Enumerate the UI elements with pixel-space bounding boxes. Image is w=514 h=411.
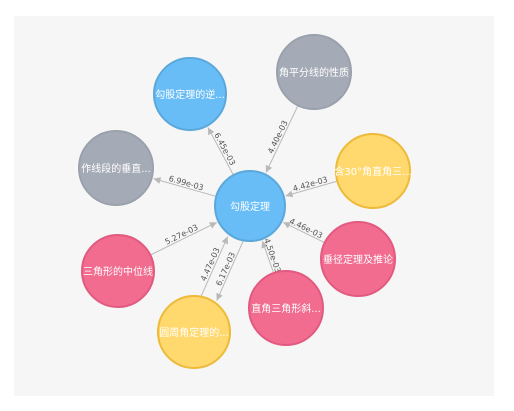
node-n5[interactable]: 直角三角形斜... [248, 270, 324, 346]
node-circle[interactable] [248, 270, 324, 346]
edge-n1[interactable] [207, 127, 234, 176]
edge-n4[interactable] [282, 221, 326, 244]
node-n2[interactable]: 角平分线的性质 [276, 34, 352, 110]
relation-graph[interactable]: 6.45e-03 4.40e-03 4.42e-03 4.46e-03 4.50e-03… [14, 16, 494, 396]
edge-n6-b[interactable] [216, 241, 244, 301]
node-center[interactable]: 勾股定理 [214, 170, 286, 242]
node-n4[interactable]: 垂径定理及推论 [320, 221, 396, 297]
edge-n6[interactable] [200, 236, 229, 297]
node-label: 含30°角直角三... [334, 165, 411, 178]
node-n6[interactable]: 圆周角定理的... [157, 295, 231, 369]
node-label: 直角三角形斜... [251, 302, 321, 315]
node-circle[interactable] [320, 221, 396, 297]
node-n3[interactable]: 含30°角直角三... [334, 133, 412, 209]
edge-n7[interactable] [150, 221, 218, 256]
edge-label-n1: 6.45e-03 [212, 131, 237, 167]
edge-label-n8: 6.99e-03 [168, 174, 205, 192]
node-label: 勾股定理 [230, 200, 270, 213]
node-label: 勾股定理的逆... [155, 88, 225, 101]
node-circle[interactable] [78, 130, 154, 206]
node-circle[interactable] [81, 234, 155, 308]
edge-label-n3: 4.42e-03 [292, 175, 329, 193]
node-circle[interactable] [335, 133, 411, 209]
node-n8[interactable]: 作线段的垂直... [78, 130, 154, 206]
edge-n8[interactable] [153, 177, 217, 197]
edge-label-n7: 5.27e-03 [164, 223, 200, 247]
node-label: 作线段的垂直... [81, 162, 151, 175]
node-label: 圆周角定理的... [159, 326, 229, 339]
edge-n2[interactable] [265, 105, 299, 173]
node-n7[interactable]: 三角形的中位线 [81, 234, 155, 308]
edge-label-n2: 4.40e-03 [266, 119, 290, 155]
node-circle[interactable] [276, 34, 352, 110]
node-label: 角平分线的性质 [279, 66, 349, 79]
node-label: 三角形的中位线 [83, 265, 153, 278]
edge-n3[interactable] [285, 180, 338, 198]
edge-label-n4: 4.46e-03 [288, 217, 324, 241]
node-circle[interactable] [214, 170, 286, 242]
edge-n5[interactable] [261, 240, 275, 274]
graph-canvas[interactable]: 6.45e-03 4.40e-03 4.42e-03 4.46e-03 4.50e-03… [14, 16, 494, 396]
node-circle[interactable] [153, 57, 227, 131]
node-label: 垂径定理及推论 [323, 253, 393, 266]
node-n1[interactable]: 勾股定理的逆... [153, 57, 227, 131]
node-circle[interactable] [157, 295, 231, 369]
edge-label-n5: 4.50e-03 [262, 237, 282, 274]
